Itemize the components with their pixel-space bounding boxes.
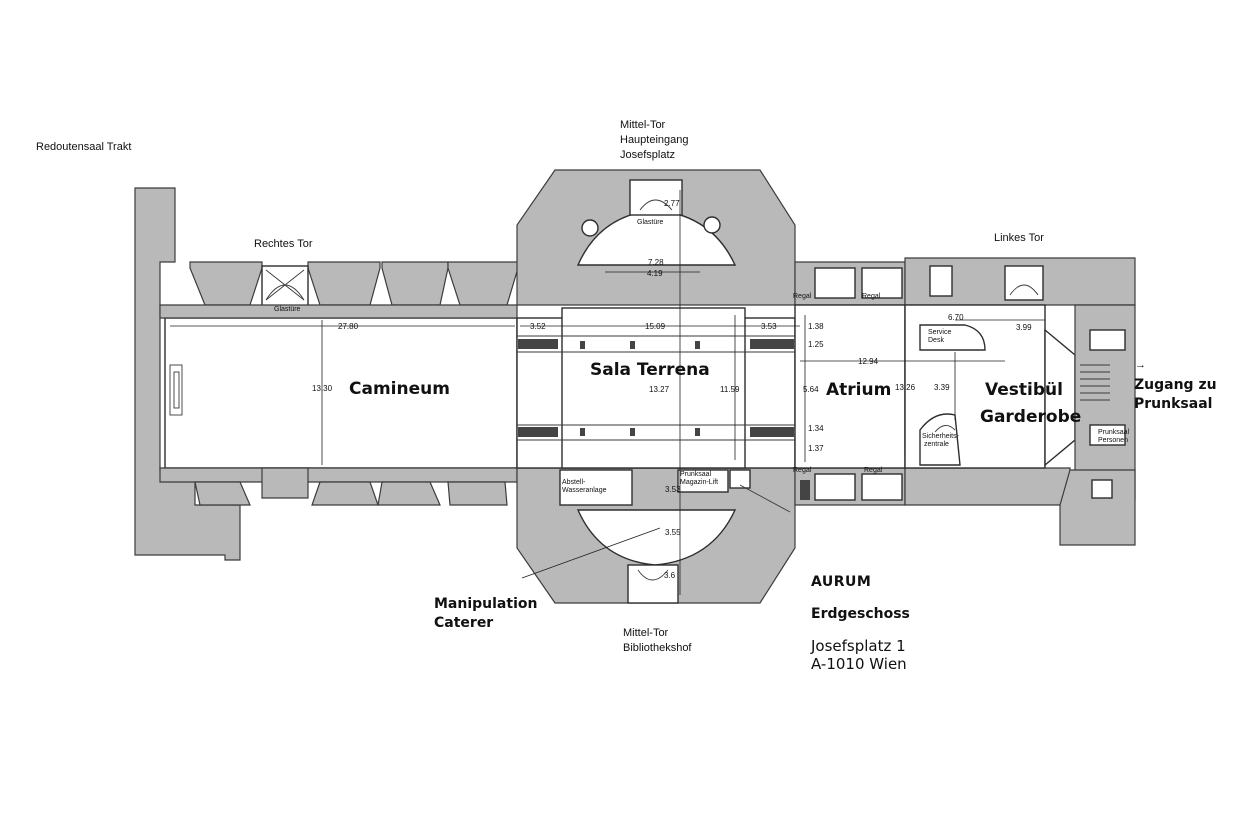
shelf-label-2: Regal <box>862 293 881 300</box>
dim-1-34: 1.34 <box>808 424 824 433</box>
left-outer-wall <box>134 187 241 561</box>
room-vestibuel: Vestibül <box>985 380 1063 400</box>
lift-line1: Prunksaal <box>680 471 712 478</box>
room-garderobe: Garderobe <box>980 407 1081 427</box>
dim-6-70: 6.70 <box>948 313 964 322</box>
access-arrow: → <box>1135 359 1146 371</box>
dim-1-25: 1.25 <box>808 340 824 349</box>
main-gate-line1: Mittel-Tor <box>620 119 666 131</box>
dim-1-37: 1.37 <box>808 444 824 453</box>
atrium-area <box>794 261 906 506</box>
dim-13-30: 13.30 <box>312 384 333 393</box>
dim-1-38: 1.38 <box>808 322 824 331</box>
wing-label: Redoutensaal Trakt <box>36 141 131 153</box>
dim-2-77: 2.77 <box>664 199 680 208</box>
shelf-label-3: Regal <box>793 467 812 474</box>
caterer-line1: Manipulation <box>434 596 537 612</box>
main-gate-line2: Haupteingang <box>620 134 689 146</box>
service-desk-line2: Desk <box>928 337 944 344</box>
glass-door-left-label: Glastüre <box>274 306 301 313</box>
shelf-label-4: Regal <box>864 467 883 474</box>
address-city: A-1010 Wien <box>811 655 907 673</box>
brand-name: AURUM <box>811 574 871 590</box>
dimension-lines <box>170 190 1045 595</box>
dim-13-26: 13.26 <box>895 383 916 392</box>
security-line2: zentrale <box>924 441 949 448</box>
room-sala-terrena: Sala Terrena <box>590 360 710 380</box>
storage-line2: Wasseranlage <box>562 487 607 494</box>
dim-11-59: 11.59 <box>720 385 740 394</box>
caterer-line2: Caterer <box>434 615 493 631</box>
security-line1: Sicherheits- <box>922 433 960 440</box>
dim-12-94: 12.94 <box>858 357 879 366</box>
storage-line1: Abstell- <box>562 479 586 486</box>
back-gate-line1: Mittel-Tor <box>623 627 669 639</box>
dim-4-19: 4.19 <box>647 269 663 278</box>
left-gate-label: Linkes Tor <box>994 232 1044 244</box>
right-gate-label: Rechtes Tor <box>254 238 313 250</box>
central-block <box>516 169 796 604</box>
dim-7-28: 7.28 <box>648 258 664 267</box>
dim-3-55: 3.55 <box>665 528 681 537</box>
main-gate-line3: Josefsplatz <box>620 149 675 161</box>
vestibuel-area <box>904 257 1136 546</box>
dim-15-09: 15.09 <box>645 322 666 331</box>
room-camineum: Camineum <box>349 379 450 399</box>
camineum-hall <box>159 261 519 506</box>
prunksaal-persons-line1: Prunksaal <box>1098 429 1130 436</box>
floor-name: Erdgeschoss <box>811 606 910 622</box>
back-gate-line2: Bibliothekshof <box>623 642 692 654</box>
dim-3-99: 3.99 <box>1016 323 1032 332</box>
access-line1: Zugang zu <box>1134 377 1217 393</box>
lift-line2: Magazin-Lift <box>680 479 718 486</box>
glass-door-top-label: Glastüre <box>637 219 664 226</box>
address-street: Josefsplatz 1 <box>810 637 906 655</box>
dim-3-52: 3.52 <box>530 322 546 331</box>
shelf-label-1: Regal <box>793 293 812 300</box>
dim-27-80: 27.80 <box>338 322 359 331</box>
access-line2: Prunksaal <box>1134 396 1212 412</box>
dim-5-64: 5.64 <box>803 385 819 394</box>
dim-3-6: 3.6 <box>664 571 676 580</box>
dim-13-27: 13.27 <box>649 385 670 394</box>
dim-3-39: 3.39 <box>934 383 950 392</box>
room-atrium: Atrium <box>826 380 891 400</box>
service-desk-line1: Service <box>928 329 951 336</box>
dim-3-53: 3.53 <box>761 322 777 331</box>
caterer-pointer <box>521 527 661 579</box>
dim-3-53-lower: 3.53 <box>665 485 681 494</box>
prunksaal-persons-line2: Personen <box>1098 437 1128 444</box>
